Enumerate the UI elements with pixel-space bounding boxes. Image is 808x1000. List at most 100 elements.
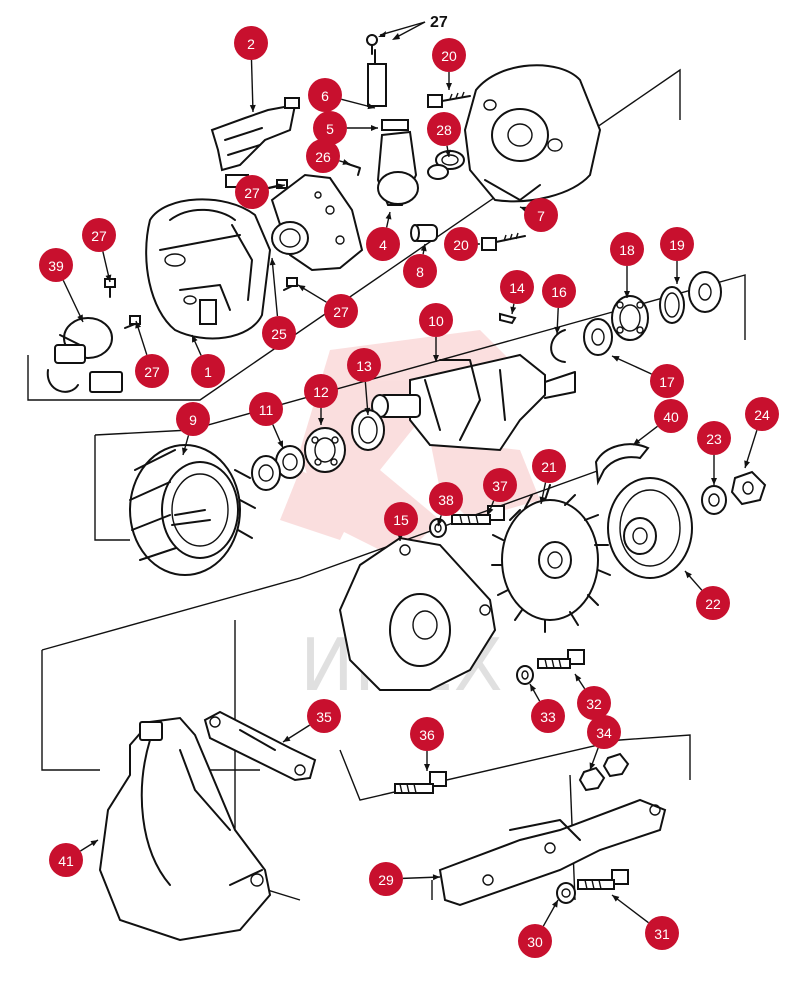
ring-19 (659, 286, 685, 324)
callout-33: 33 (529, 683, 565, 733)
callout-arrowhead (633, 438, 641, 445)
callout-balloon (306, 139, 340, 173)
plain-label-layer: 27 (430, 14, 448, 31)
rotor-10 (371, 353, 576, 452)
callout-balloon (654, 399, 688, 433)
callout-label: 23 (706, 431, 722, 447)
callout-label: 25 (271, 326, 287, 342)
callout-15: 15 (384, 502, 418, 542)
callout-32: 32 (574, 673, 611, 720)
callout-balloon (39, 248, 73, 282)
washer-30 (556, 882, 576, 904)
callout-arrowhead (487, 507, 494, 515)
callout-arrowhead (105, 274, 112, 282)
callout-arrowhead (612, 356, 620, 362)
callout-balloon (500, 270, 534, 304)
callout-leader (611, 894, 649, 924)
callout-label: 40 (663, 409, 679, 425)
callout-label: 39 (48, 258, 64, 274)
nut-24 (730, 470, 767, 506)
rear-housing-1 (145, 198, 272, 340)
callout-25: 25 (262, 257, 296, 350)
bolt-20-bottom (481, 232, 526, 251)
callout-balloon (235, 175, 269, 209)
bolt-32 (537, 649, 585, 669)
callout-balloon (650, 364, 684, 398)
callout-41: 41 (49, 839, 99, 877)
callout-arrowhead (744, 460, 750, 468)
callout-label: 27 (144, 364, 160, 380)
callout-4: 4 (366, 211, 400, 261)
spacer-40 (594, 443, 650, 486)
callout-label: 19 (669, 237, 685, 253)
callout-balloon (542, 274, 576, 308)
callout-balloon (191, 354, 225, 388)
callout-arrowhead (551, 900, 558, 908)
callout-9: 9 (176, 402, 210, 456)
bearing-12 (304, 427, 346, 473)
callout-balloon (660, 227, 694, 261)
brush-assembly-4 (344, 49, 419, 206)
callout-arrowhead (135, 321, 141, 329)
callout-arrowhead (433, 355, 439, 362)
springs-28 (427, 150, 465, 180)
callout-26: 26 (306, 139, 351, 173)
callout-7: 7 (519, 198, 558, 232)
callout-label: 10 (428, 313, 444, 329)
callout-balloon (369, 862, 403, 896)
callout-31: 31 (611, 894, 679, 950)
callout-arrowhead (181, 447, 188, 455)
callout-label: 28 (436, 122, 452, 138)
callout-arrowhead (539, 496, 546, 504)
snap-ring-16 (550, 329, 566, 363)
callout-arrowhead (437, 518, 443, 526)
callout-balloon (432, 38, 466, 72)
callout-balloon (262, 316, 296, 350)
callout-label: 41 (58, 853, 74, 869)
callout-27: 27 (82, 218, 116, 283)
callout-label: 15 (393, 512, 409, 528)
terminal-assembly-39 (46, 317, 123, 393)
key-14 (499, 312, 517, 325)
callout-label: 5 (326, 121, 334, 137)
callout-5: 5 (313, 111, 378, 145)
callout-arrowhead (444, 149, 451, 157)
callout-8: 8 (403, 243, 437, 288)
callout-23: 23 (697, 421, 731, 485)
callout-label: 37 (492, 478, 508, 494)
callout-arrowhead (283, 735, 291, 742)
callout-40: 40 (632, 399, 688, 446)
callout-balloon (531, 699, 565, 733)
callout-label: 14 (509, 280, 525, 296)
callout-balloon (532, 449, 566, 483)
brush-plate-2 (210, 97, 300, 188)
screws-27 (104, 34, 378, 329)
callout-2: 2 (234, 26, 268, 113)
callout-label: 38 (438, 492, 454, 508)
callout-label: 11 (259, 402, 274, 418)
callout-balloon (384, 502, 418, 536)
callout-34: 34 (587, 715, 621, 771)
callout-balloon (587, 715, 621, 749)
callout-label: 36 (419, 727, 435, 743)
callout-22: 22 (684, 570, 730, 620)
callout-balloon (347, 348, 381, 382)
callout-label: 29 (378, 872, 394, 888)
callout-balloon (429, 482, 463, 516)
callout-arrowhead (342, 159, 350, 165)
callout-balloon (483, 468, 517, 502)
callout-arrowhead (277, 440, 283, 448)
callout-16: 16 (542, 274, 576, 335)
callout-arrowhead (432, 874, 440, 881)
callout-leader (611, 355, 652, 375)
callout-label: 34 (596, 725, 612, 741)
washer-33 (516, 665, 534, 685)
callout-11: 11 (249, 392, 284, 449)
callout-arrowhead (589, 762, 596, 770)
callout-12: 12 (304, 374, 338, 425)
callout-arrowhead (624, 291, 630, 298)
callout-arrowhead (269, 258, 276, 266)
callout-label: 30 (527, 934, 543, 950)
